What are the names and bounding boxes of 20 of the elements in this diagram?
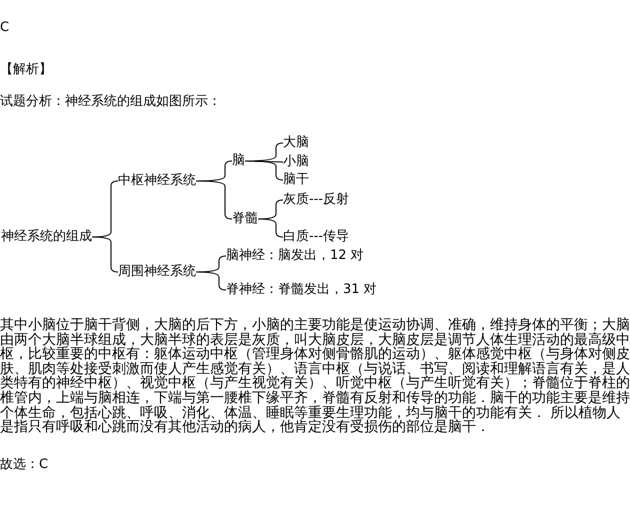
term-label: 中枢神经系统	[118, 173, 196, 189]
term-label: 脑	[232, 153, 245, 169]
term-label: 灰质---反射	[283, 192, 350, 208]
term-label: 神经系统的组成	[1, 229, 92, 245]
explanation-paragraph: 其中小脑位于脑干背侧，大脑的后下方，小脑的主要功能是使运动协调、准确，维持身体的平衡；大脑由两个大脑半球组成，大脑半球的表层是灰质，叫大脑皮层，大脑皮层是调节人体生理活动的最高级中枢，比较重要的中枢有：躯体运动中枢（管理身体对侧骨骼肌的运动）、躯体感觉中枢（与身体对侧皮肤、肌肉等处接受刺激而使人产生感觉有关）、语言中枢（与说话、书写、阅读和理解语言有关，是人类特有的神经中枢）、视觉中枢（与产生视觉有关）、听觉中枢（与产生听觉有关）；脊髓位于脊柱的椎管内，上端与脑相连，下端与第一腰椎下缘平齐，脊髓有反射和传导的功能．脑干的功能主要是维持个体生命，包括心跳、呼吸、消化、体温、睡眠等重要生理功能，均与脑干的功能有关． 所以植物人是指只有呼吸和心跳而没有其他活动的病人，他肯定没有受损伤的部位是脑干．	[0, 318, 630, 435]
term-label: 大脑	[283, 135, 309, 151]
section-heading: 【解析】	[0, 62, 52, 78]
term-label: 小脑	[283, 154, 309, 170]
answer-letter: C	[0, 20, 10, 36]
term-label: 白质---传导	[283, 229, 350, 245]
term-label: 周围神经系统	[118, 264, 196, 280]
term-label: 脊髓	[232, 211, 258, 227]
term-label: 脑干	[283, 172, 309, 188]
brace-line	[258, 218, 284, 238]
term-label: 脊神经：脊髓发出，31 对	[226, 282, 377, 298]
answer-text: 故选：C	[0, 457, 48, 473]
brace-line	[196, 272, 226, 290]
term-label: 脑神经：脑发出，12 对	[226, 248, 364, 264]
brace-line	[244, 160, 284, 180]
intro-text: 试题分析：神经系统的组成如图所示：	[0, 94, 221, 110]
